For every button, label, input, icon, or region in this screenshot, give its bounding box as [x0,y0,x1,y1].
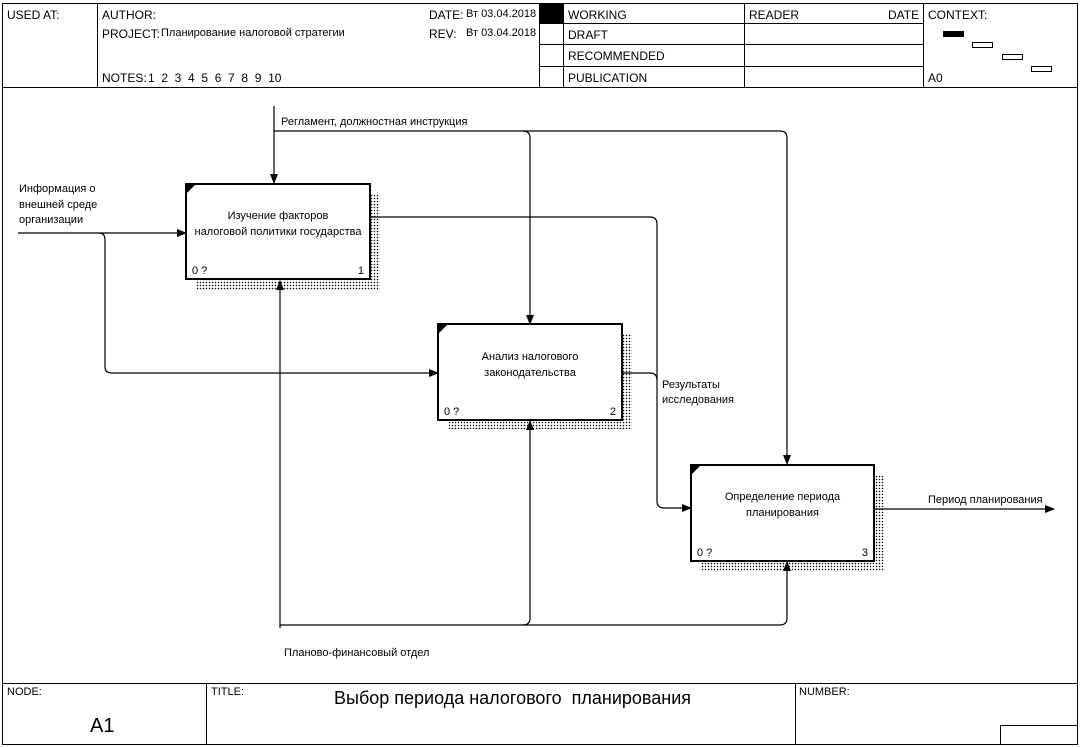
activity-box-3[interactable]: Определение периода планирования 0 ? 3 [690,464,875,562]
status-publication: PUBLICATION [568,71,648,85]
input-label-line1: Информация о [19,183,96,195]
activity-box-2[interactable]: Анализ налогового законодательства 0 ? 2 [437,323,623,421]
box-1-number: 1 [357,265,364,277]
box-1-cost: 0 ? [192,265,208,277]
box-corner-icon [187,185,195,193]
box-3-cost: 0 ? [697,547,713,559]
results-label-line2: исследования [662,394,734,406]
reader-label: READER [749,8,800,22]
output-2-to-3 [622,372,658,381]
control-arrow-3 [523,130,791,465]
output-label: Период планирования [928,494,1043,506]
mechanism-label: Планово-финансовый отдел [284,647,430,659]
box-2-cost: 0 ? [444,406,460,418]
input-label-line2: внешней среде [19,199,98,211]
notes-label: NOTES: [102,71,147,85]
box-2-title-line1: Анализ налогового [481,351,579,363]
date-value: Вт 03.04.2018 [466,8,537,20]
date-label: DATE: [429,8,464,22]
box-1-title-line2: налоговой политики государства [194,226,362,238]
rev-label: REV: [429,27,457,41]
results-label-line1: Результаты [662,379,720,391]
mechanism-arrow-3 [523,561,791,626]
box-2-number: 2 [609,406,616,418]
box-3-title-line1: Определение периода [724,491,841,503]
control-label: Регламент, должностная инструкция [281,116,468,128]
output-1-to-3 [370,216,692,512]
input-label-line3: организации [19,214,84,226]
status-recommended: RECOMMENDED [568,49,665,63]
activity-box-1[interactable]: Изучение факторов налоговой политики гос… [185,183,371,280]
context-node: A0 [928,71,943,85]
status-working: WORKING [568,8,627,22]
box-3-number: 3 [861,547,868,559]
box-1-title-line1: Изучение факторов [227,210,329,222]
mechanism-arrow-2 [280,420,534,626]
author-label: AUTHOR: [102,8,156,22]
node-label: NODE: [7,686,42,698]
node-value: A1 [90,715,115,737]
box-3-title-line2: планирования [746,507,819,519]
project-value: Планирование налоговой стратегии [161,27,345,39]
box-corner-icon [439,325,447,333]
reader-date-label: DATE [888,8,920,22]
project-label: PROJECT: [102,27,161,41]
title-label: TITLE: [211,686,245,698]
used-at-label: USED AT: [7,8,60,22]
context-map-icon [943,31,1052,72]
status-draft: DRAFT [568,28,608,42]
context-label: CONTEXT: [928,8,988,22]
working-marker [540,4,563,23]
diagram-title: Выбор периода налогового планирования [334,688,692,708]
notes-values: 1 2 3 4 5 6 7 8 9 10 [148,71,282,85]
number-label: NUMBER: [799,686,850,698]
input-arrow-2 [98,232,439,377]
box-corner-icon [692,466,700,474]
rev-value: Вт 03.04.2018 [466,27,537,39]
box-2-title-line2: законодательства [484,367,576,379]
